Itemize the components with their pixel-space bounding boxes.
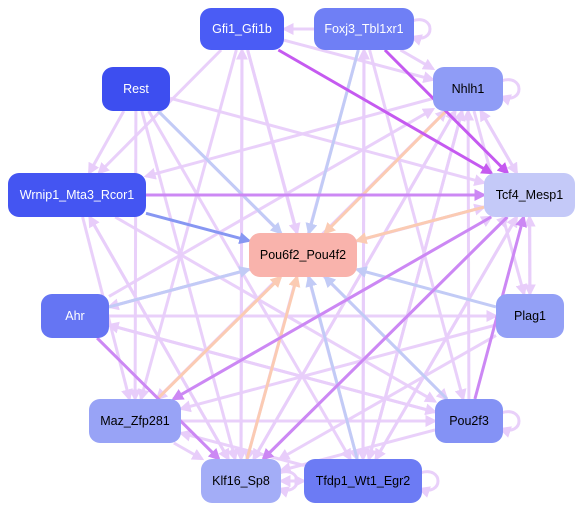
node-tfdp1-wt1-egr2[interactable]: Tfdp1_Wt1_Egr2 (304, 459, 422, 503)
edge-Rest-to-Tcf4_Mesp1 (169, 96, 487, 186)
edge-Wrnip1_Mta3_Rcor1-to-Pou6f2_Pou4f2 (145, 211, 252, 245)
edge-Wrnip1_Mta3_Rcor1-to-Pou2f3 (114, 215, 438, 403)
edge-Tfdp1_Wt1_Egr2-to-Tcf4_Mesp1 (374, 214, 518, 460)
node-gfi1-gfi1b[interactable]: Gfi1_Gfi1b (200, 8, 284, 50)
edge-Maz_Zfp281-to-Klf16_Sp8 (173, 441, 205, 461)
node-tcf4-mesp1[interactable]: Tcf4_Mesp1 (484, 173, 575, 217)
edge-Tfdp1_Wt1_Egr2-to-Foxj3_Tbl1xr1 (357, 47, 370, 460)
edge-Tcf4_Mesp1-to-Maz_Zfp281 (171, 215, 492, 401)
edge-Klf16_Sp8-to-Wrnip1_Mta3_Rcor1 (88, 214, 230, 460)
edge-Plag1-to-Klf16_Sp8 (277, 334, 497, 461)
edge-Rest-to-Maz_Zfp281 (129, 110, 142, 402)
edge-Foxj3_Tbl1xr1-to-Foxj3_Tbl1xr1 (409, 18, 432, 46)
edge-Pou2f3-to-Pou2f3 (498, 410, 521, 438)
node-maz-zfp281[interactable]: Maz_Zfp281 (89, 399, 181, 443)
edge-Plag1-to-Pou6f2_Pou4f2 (354, 266, 497, 309)
edge-Tfdp1_Wt1_Egr2-to-Tfdp1_Wt1_Egr2 (417, 470, 440, 498)
node-plag1[interactable]: Plag1 (496, 294, 564, 338)
edge-Klf16_Sp8-to-Pou6f2_Pou4f2 (245, 274, 301, 460)
edge-Rest-to-Pou6f2_Pou4f2 (157, 109, 283, 235)
edge-Tfdp1_Wt1_Egr2-to-Pou6f2_Pou4f2 (305, 274, 359, 460)
edge-Ahr-to-Klf16_Sp8 (96, 336, 221, 461)
edge-Rest-to-Wrnip1_Mta3_Rcor1 (87, 110, 126, 176)
edge-Nhlh1-to-Wrnip1_Mta3_Rcor1 (143, 97, 434, 180)
node-rest[interactable]: Rest (102, 67, 170, 111)
edge-Klf16_Sp8-to-Nhlh1 (252, 108, 457, 460)
node-foxj3-tbl1xr1[interactable]: Foxj3_Tbl1xr1 (314, 8, 414, 50)
node-klf16-sp8[interactable]: Klf16_Sp8 (201, 459, 281, 503)
edge-Nhlh1-to-Pou6f2_Pou4f2 (323, 109, 448, 235)
edge-Tcf4_Mesp1-to-Nhlh1 (479, 108, 518, 174)
edge-Ahr-to-Pou6f2_Pou4f2 (108, 266, 252, 309)
edge-Foxj3_Tbl1xr1-to-Pou6f2_Pou4f2 (305, 49, 360, 236)
node-ahr[interactable]: Ahr (41, 294, 109, 338)
node-pou2f3[interactable]: Pou2f3 (435, 399, 503, 443)
edge-layer (81, 18, 536, 498)
node-wrnip1-mta3-rcor1[interactable]: Wrnip1_Mta3_Rcor1 (8, 173, 146, 217)
edge-Ahr-to-Nhlh1 (108, 107, 436, 298)
edge-Rest-to-Tfdp1_Wt1_Egr2 (147, 110, 352, 462)
edge-Maz_Zfp281-to-Pou6f2_Pou4f2 (156, 275, 283, 401)
edge-Gfi1_Gfi1b-to-Tcf4_Mesp1 (277, 48, 494, 175)
edge-Foxj3_Tbl1xr1-to-Tcf4_Mesp1 (383, 48, 510, 175)
edge-Tcf4_Mesp1-to-Pou6f2_Pou4f2 (354, 205, 485, 245)
edge-Tcf4_Mesp1-to-Klf16_Sp8 (261, 215, 509, 461)
edge-Plag1-to-Maz_Zfp281 (178, 323, 497, 413)
edge-Tfdp1_Wt1_Egr2-to-Maz_Zfp281 (178, 429, 305, 467)
edge-Foxj3_Tbl1xr1-to-Nhlh1 (399, 48, 436, 71)
edge-Nhlh1-to-Nhlh1 (498, 78, 521, 106)
node-pou6f2-pou4f2[interactable]: Pou6f2_Pou4f2 (249, 233, 357, 277)
edge-Klf16_Sp8-to-Gfi1_Gfi1b (235, 47, 248, 460)
node-nhlh1[interactable]: Nhlh1 (433, 67, 503, 111)
